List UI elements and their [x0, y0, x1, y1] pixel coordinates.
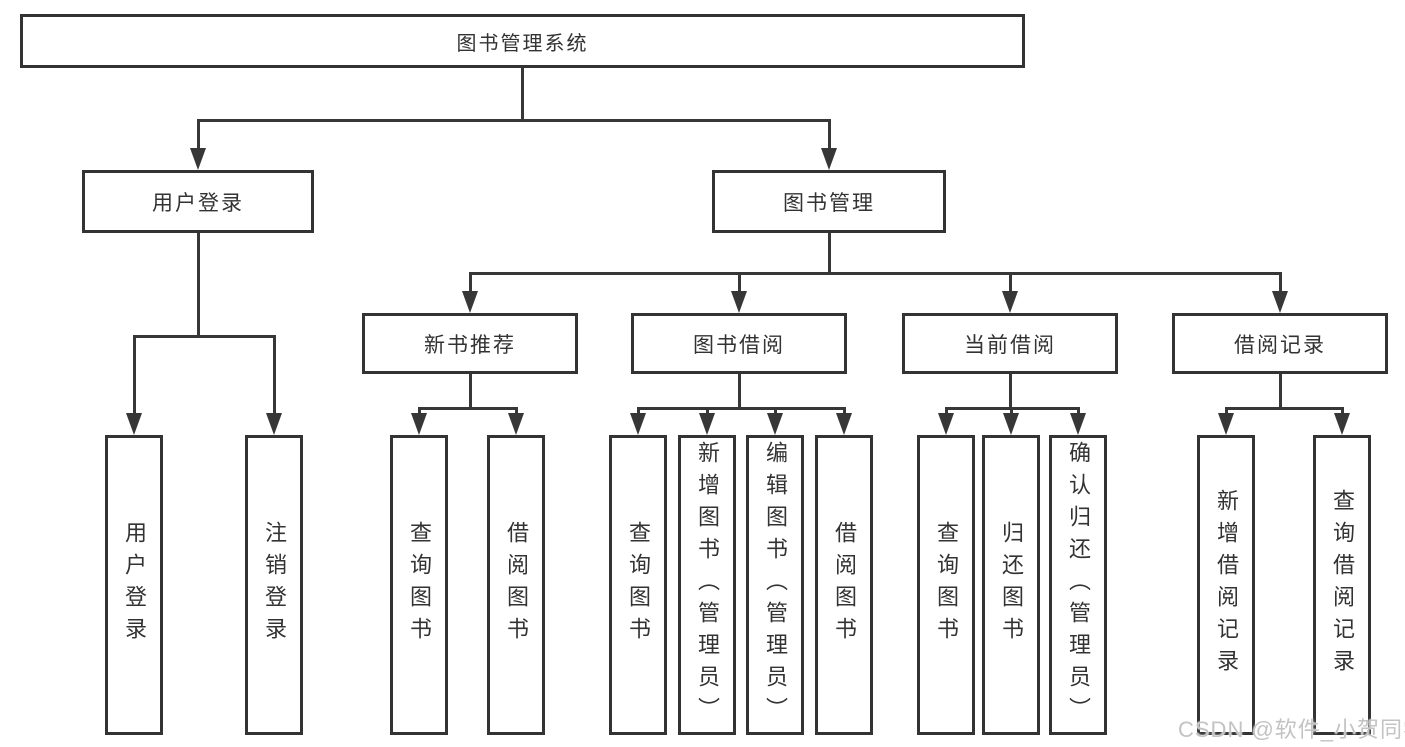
- node-root: 图书管理系统: [20, 14, 1025, 68]
- connector-line: [133, 335, 136, 415]
- connector-line: [418, 407, 421, 415]
- connector-line: [637, 407, 640, 415]
- leaf-records-query-record: 查询借阅记录: [1313, 435, 1371, 735]
- csdn-watermark: CSDN @软件_小贺同学: [1178, 717, 1405, 742]
- arrow-down-icon: [1272, 291, 1288, 313]
- node-book-management: 图书管理: [712, 170, 946, 233]
- arrow-down-icon: [508, 413, 524, 435]
- connector-line: [197, 119, 831, 122]
- connector-line: [1279, 272, 1282, 293]
- connector-line: [469, 272, 1282, 275]
- connector-line: [945, 407, 948, 415]
- connector-line: [1225, 407, 1228, 415]
- connector-line: [738, 374, 741, 407]
- leaf-borrowing-edit-books-admin: 编辑图书（管理员）: [746, 435, 804, 735]
- arrow-down-icon: [266, 413, 282, 435]
- leaf-user-login: 用户登录: [105, 435, 163, 735]
- connector-line: [1077, 407, 1080, 415]
- leaf-label: 确认归还（管理员）: [1066, 441, 1091, 729]
- arrow-down-icon: [767, 413, 783, 435]
- leaf-recommend-query-books: 查询图书: [390, 435, 448, 735]
- node-borrowing-records: 借阅记录: [1172, 313, 1388, 374]
- leaf-label: 借阅图书: [504, 521, 529, 649]
- leaf-borrowing-query-books: 查询图书: [609, 435, 667, 735]
- leaf-current-return-books: 归还图书: [982, 435, 1040, 735]
- arrow-down-icon: [190, 148, 206, 170]
- node-book-borrowing: 图书借阅: [631, 313, 847, 374]
- connector-line: [706, 407, 709, 415]
- arrow-down-icon: [836, 413, 852, 435]
- leaf-label: 查询图书: [407, 521, 432, 649]
- leaf-records-add-record: 新增借阅记录: [1197, 435, 1255, 735]
- connector-line: [738, 272, 741, 293]
- leaf-current-query-books: 查询图书: [917, 435, 975, 735]
- connector-line: [774, 407, 777, 415]
- leaf-recommend-borrow-books: 借阅图书: [487, 435, 545, 735]
- arrow-down-icon: [731, 291, 747, 313]
- connector-line: [828, 119, 831, 149]
- arrow-down-icon: [1070, 413, 1086, 435]
- node-user-login: 用户登录: [82, 170, 314, 233]
- leaf-label: 注销登录: [262, 521, 287, 649]
- arrow-down-icon: [630, 413, 646, 435]
- connector-line: [133, 335, 276, 338]
- connector-line: [1009, 272, 1012, 293]
- connector-line: [273, 335, 276, 415]
- connector-line: [1010, 407, 1013, 415]
- connector-line: [469, 374, 472, 407]
- leaf-label: 查询借阅记录: [1330, 489, 1355, 681]
- connector-line: [197, 119, 200, 149]
- arrow-down-icon: [821, 148, 837, 170]
- connector-line: [828, 233, 831, 272]
- arrow-down-icon: [1218, 413, 1234, 435]
- connector-line: [197, 233, 200, 335]
- leaf-borrowing-borrow-books: 借阅图书: [815, 435, 873, 735]
- connector-line: [469, 272, 472, 293]
- leaf-current-confirm-return-admin: 确认归还（管理员）: [1049, 435, 1107, 735]
- arrow-down-icon: [411, 413, 427, 435]
- leaf-label: 归还图书: [999, 521, 1024, 649]
- leaf-label: 新增图书（管理员）: [695, 441, 720, 729]
- connector-line: [515, 407, 518, 415]
- node-new-book-recommend: 新书推荐: [362, 313, 578, 374]
- leaf-label: 用户登录: [122, 521, 147, 649]
- leaf-label: 借阅图书: [832, 521, 857, 649]
- arrow-down-icon: [699, 413, 715, 435]
- connector-line: [843, 407, 846, 415]
- connector-line: [1279, 374, 1282, 407]
- arrow-down-icon: [1002, 291, 1018, 313]
- arrow-down-icon: [462, 291, 478, 313]
- connector-line: [1009, 374, 1012, 407]
- arrow-down-icon: [938, 413, 954, 435]
- leaf-label: 查询图书: [934, 521, 959, 649]
- arrow-down-icon: [1003, 413, 1019, 435]
- arrow-down-icon: [1334, 413, 1350, 435]
- connector-line: [418, 407, 518, 410]
- leaf-logout: 注销登录: [245, 435, 303, 735]
- connector-line: [1225, 407, 1344, 410]
- arrow-down-icon: [126, 413, 142, 435]
- connector-line: [521, 68, 524, 119]
- connector-line: [1341, 407, 1344, 415]
- leaf-label: 新增借阅记录: [1214, 489, 1239, 681]
- leaf-borrowing-add-books-admin: 新增图书（管理员）: [678, 435, 736, 735]
- leaf-label: 编辑图书（管理员）: [763, 441, 788, 729]
- leaf-label: 查询图书: [626, 521, 651, 649]
- node-current-borrowing: 当前借阅: [902, 313, 1118, 374]
- connector-line: [637, 407, 846, 410]
